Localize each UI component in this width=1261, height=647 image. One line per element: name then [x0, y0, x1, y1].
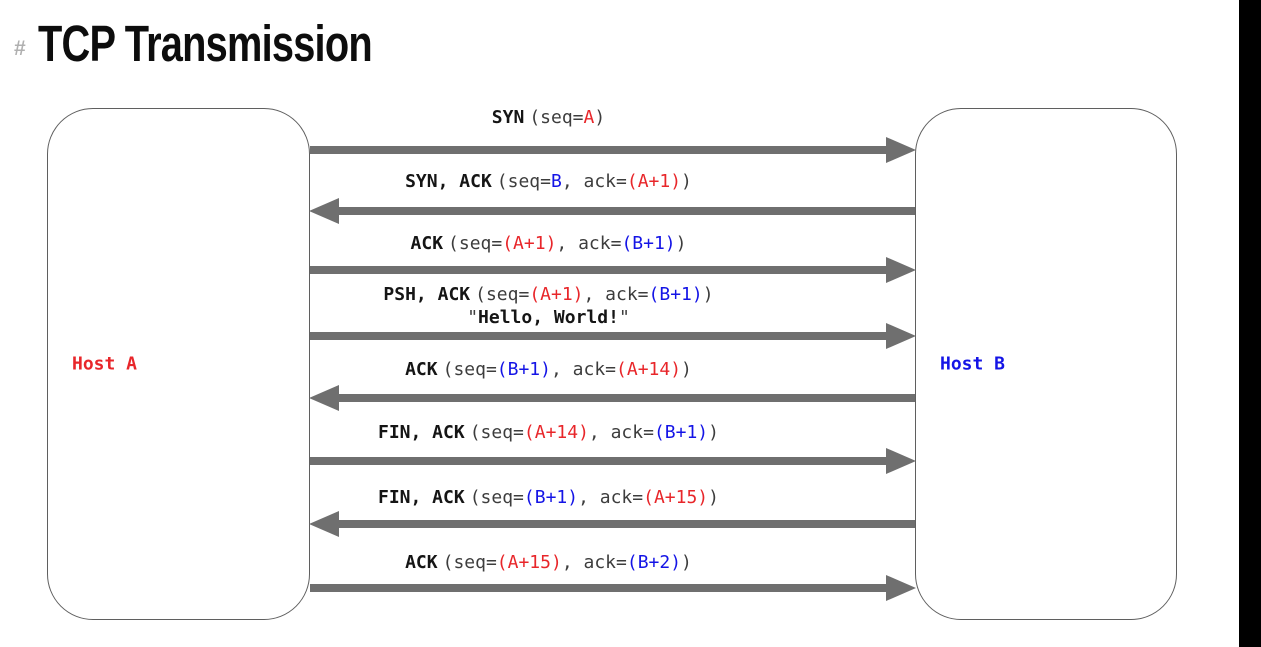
arrowhead-icon [309, 511, 339, 537]
message-segment: (B+1) [648, 284, 703, 305]
message-flags: ACK [405, 359, 438, 380]
message-segment: (B+1) [621, 233, 676, 254]
arrowhead-icon [886, 323, 916, 349]
message-segment: ) [708, 422, 719, 443]
message-segment: (B+1) [523, 487, 579, 508]
payload-close-quote: " [618, 307, 630, 328]
message-segment: (seq= [469, 422, 524, 443]
arrow-host-a-to-host-b [310, 323, 916, 349]
message-segment: , ack= [561, 171, 627, 192]
message-segment: (seq= [442, 359, 497, 380]
message-segment: (seq= [529, 107, 584, 128]
message-segment: , ack= [583, 284, 649, 305]
message-segment: ) [681, 359, 692, 380]
message-segment: (seq= [442, 552, 497, 573]
message-segment: (A+15) [496, 552, 562, 573]
message-segment: B [550, 171, 562, 192]
host-a-box: Host A [47, 108, 310, 620]
message-flags: SYN, ACK [405, 171, 492, 192]
arrow-host-b-to-host-a [309, 198, 915, 224]
message-segment: (seq= [475, 284, 530, 305]
message-segment: ) [708, 487, 719, 508]
host-b-box: Host B [915, 108, 1177, 620]
message-segment: (A+1) [529, 284, 584, 305]
message-flags: FIN, ACK [378, 487, 465, 508]
payload-text: Hello, World! [478, 307, 619, 328]
message-segment: (seq= [496, 171, 551, 192]
message-segment: (B+1) [496, 359, 551, 380]
payload-open-quote: " [467, 307, 479, 328]
message-label: SYN, ACK(seq=B, ack=(A+1)) [246, 169, 851, 195]
message-flags: ACK [405, 552, 438, 573]
message-label: ACK(seq=(A+15), ack=(B+2)) [246, 550, 851, 576]
arrowhead-icon [886, 575, 916, 601]
message-flags: ACK [410, 233, 444, 254]
message-flags: PSH, ACK [383, 284, 471, 305]
message-segment: ) [702, 284, 714, 305]
message-segment: ) [681, 552, 692, 573]
arrow-shaft [334, 394, 915, 402]
arrow-host-a-to-host-b [310, 257, 916, 283]
arrow-host-a-to-host-b [310, 575, 916, 601]
arrow-host-a-to-host-b [310, 448, 916, 474]
message-segment: ) [594, 107, 606, 128]
arrow-host-a-to-host-b [310, 137, 916, 163]
arrowhead-icon [309, 385, 339, 411]
host-b-label: Host B [940, 353, 1006, 375]
message-segment: A [583, 107, 595, 128]
message-segment: (B+2) [626, 552, 682, 573]
message-segment: (seq= [469, 487, 524, 508]
heading-level-marker: # [14, 37, 26, 60]
host-a-label: Host A [72, 353, 138, 375]
message-flags: FIN, ACK [378, 422, 465, 443]
page-title: TCP Transmission [38, 15, 373, 72]
message-segment: (seq= [448, 233, 503, 254]
message-segment: , ack= [561, 552, 627, 573]
message-segment: , ack= [556, 233, 622, 254]
message-label: ACK(seq=(A+1), ack=(B+1)) [246, 231, 851, 257]
page-heading: # TCP Transmission [0, 0, 900, 90]
arrow-host-b-to-host-a [309, 385, 915, 411]
arrow-host-b-to-host-a [309, 511, 915, 537]
message-segment: (A+15) [643, 487, 709, 508]
message-flags: SYN [491, 107, 525, 128]
arrow-shaft [310, 457, 891, 465]
message-segment: (A+14) [616, 359, 682, 380]
message-segment: (A+1) [626, 171, 682, 192]
message-segment: (A+14) [523, 422, 589, 443]
arrowhead-icon [309, 198, 339, 224]
message-label: SYN(seq=A) [246, 105, 851, 131]
arrowhead-icon [886, 137, 916, 163]
message-segment: (B+1) [653, 422, 709, 443]
arrow-shaft [310, 584, 891, 592]
message-channel: SYN(seq=A)SYN, ACK(seq=B, ack=(A+1))ACK(… [309, 0, 916, 647]
message-segment: , ack= [588, 422, 654, 443]
message-label: PSH, ACK(seq=(A+1), ack=(B+1)) [246, 282, 851, 308]
right-edge-strip [1239, 0, 1261, 647]
message-segment: , ack= [550, 359, 617, 380]
message-segment: (A+1) [502, 233, 557, 254]
message-label: ACK(seq=(B+1), ack=(A+14)) [246, 357, 851, 383]
arrow-shaft [310, 332, 891, 340]
arrow-shaft [310, 146, 891, 154]
message-label: FIN, ACK(seq=(A+14), ack=(B+1)) [246, 420, 851, 446]
message-label: FIN, ACK(seq=(B+1), ack=(A+15)) [246, 485, 851, 511]
message-segment: ) [681, 171, 692, 192]
message-payload: "Hello, World!" [246, 305, 851, 331]
arrow-shaft [334, 520, 915, 528]
message-segment: ) [675, 233, 687, 254]
arrow-shaft [310, 266, 891, 274]
message-segment: , ack= [578, 487, 644, 508]
arrow-shaft [334, 207, 915, 215]
arrowhead-icon [886, 257, 916, 283]
arrowhead-icon [886, 448, 916, 474]
